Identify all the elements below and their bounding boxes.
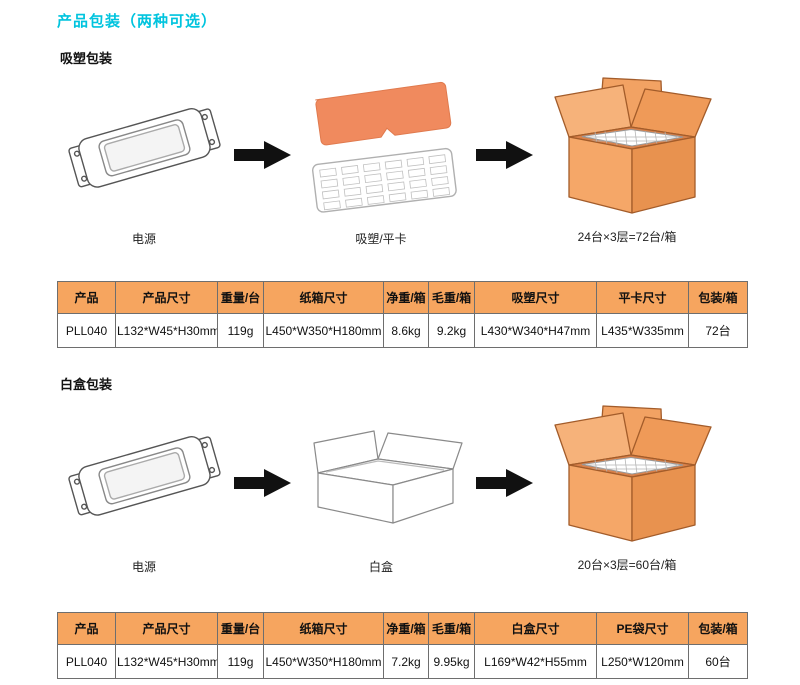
column-header: 重量/台 — [217, 281, 264, 314]
table-data-row: PLL040 L132*W45*H30mm 119g L450*W350*H18… — [57, 313, 748, 348]
figure-caption-carton: 20台×3层=60台/箱 — [577, 558, 677, 572]
table-cell: 119g — [217, 313, 264, 348]
figure-power-supply: 电源 — [55, 72, 233, 247]
table-cell: 7.2kg — [383, 644, 429, 679]
column-header: 产品 — [57, 612, 116, 645]
column-header: 纸箱尺寸 — [263, 612, 384, 645]
figure-caption-whitebox: 白盒 — [368, 560, 393, 574]
figure-caption-blister: 吸塑/平卡 — [355, 232, 407, 246]
column-header: 产品尺寸 — [115, 612, 218, 645]
table-cell: L450*W350*H180mm — [263, 644, 384, 679]
arrow-right-icon — [234, 466, 292, 500]
table-header-row: 产品 产品尺寸 重量/台 纸箱尺寸 净重/箱 毛重/箱 白盒尺寸 PE袋尺寸 包… — [57, 612, 748, 645]
table-cell: L435*W335mm — [596, 313, 689, 348]
figure-caption-power: 电源 — [131, 560, 156, 574]
section-heading-blister: 吸塑包装 — [60, 51, 113, 66]
white-box-icon — [313, 430, 463, 524]
column-header: 毛重/箱 — [428, 281, 475, 314]
figure-white-box: 白盒 — [296, 400, 466, 575]
column-header: 产品 — [57, 281, 116, 314]
arrow-right-icon — [476, 138, 534, 172]
blister-tray-icon — [311, 81, 457, 213]
table-cell: 60台 — [688, 644, 748, 679]
table-cell: L169*W42*H55mm — [474, 644, 597, 679]
whitebox-spec-table: 产品 产品尺寸 重量/台 纸箱尺寸 净重/箱 毛重/箱 白盒尺寸 PE袋尺寸 包… — [57, 612, 748, 679]
power-supply-illustration — [55, 400, 233, 552]
figure-caption-carton: 24台×3层=72台/箱 — [577, 230, 677, 244]
page-title: 产品包装（两种可选） — [57, 13, 218, 30]
column-header: 毛重/箱 — [428, 612, 475, 645]
arrow-right-icon — [234, 138, 292, 172]
table-cell: 8.6kg — [383, 313, 429, 348]
figure-carton-box: 20台×3层=60台/箱 — [533, 398, 721, 573]
column-header: 净重/箱 — [383, 281, 429, 314]
column-header: 净重/箱 — [383, 612, 429, 645]
power-supply-icon — [67, 107, 221, 188]
column-header: PE袋尺寸 — [596, 612, 689, 645]
carton-box-illustration — [533, 70, 721, 222]
table-data-row: PLL040 L132*W45*H30mm 119g L450*W350*H18… — [57, 644, 748, 679]
power-supply-icon — [67, 435, 221, 516]
table-cell: L132*W45*H30mm — [115, 313, 218, 348]
section-heading-whitebox: 白盒包装 — [60, 377, 113, 392]
column-header: 白盒尺寸 — [474, 612, 597, 645]
arrow-right-icon — [476, 466, 534, 500]
table-cell: PLL040 — [57, 644, 116, 679]
blister-tray-illustration — [296, 72, 466, 224]
column-header: 纸箱尺寸 — [263, 281, 384, 314]
table-cell: 72台 — [688, 313, 748, 348]
carton-box-icon — [553, 405, 712, 542]
table-cell: 119g — [217, 644, 264, 679]
carton-box-icon — [553, 77, 712, 214]
column-header: 平卡尺寸 — [596, 281, 689, 314]
column-header: 包装/箱 — [688, 281, 748, 314]
column-header: 重量/台 — [217, 612, 264, 645]
figure-carton-box: 24台×3层=72台/箱 — [533, 70, 721, 245]
column-header: 产品尺寸 — [115, 281, 218, 314]
figure-blister-tray: 吸塑/平卡 — [296, 72, 466, 247]
table-cell: L450*W350*H180mm — [263, 313, 384, 348]
power-supply-illustration — [55, 72, 233, 224]
table-cell: 9.95kg — [428, 644, 475, 679]
column-header: 吸塑尺寸 — [474, 281, 597, 314]
carton-box-illustration — [533, 398, 721, 550]
figure-power-supply: 电源 — [55, 400, 233, 575]
table-header-row: 产品 产品尺寸 重量/台 纸箱尺寸 净重/箱 毛重/箱 吸塑尺寸 平卡尺寸 包装… — [57, 281, 748, 314]
blister-spec-table: 产品 产品尺寸 重量/台 纸箱尺寸 净重/箱 毛重/箱 吸塑尺寸 平卡尺寸 包装… — [57, 281, 748, 348]
figure-caption-power: 电源 — [131, 232, 156, 246]
table-cell: PLL040 — [57, 313, 116, 348]
table-cell: 9.2kg — [428, 313, 475, 348]
table-cell: L430*W340*H47mm — [474, 313, 597, 348]
white-box-illustration — [296, 400, 466, 552]
table-cell: L250*W120mm — [596, 644, 689, 679]
column-header: 包装/箱 — [688, 612, 748, 645]
table-cell: L132*W45*H30mm — [115, 644, 218, 679]
